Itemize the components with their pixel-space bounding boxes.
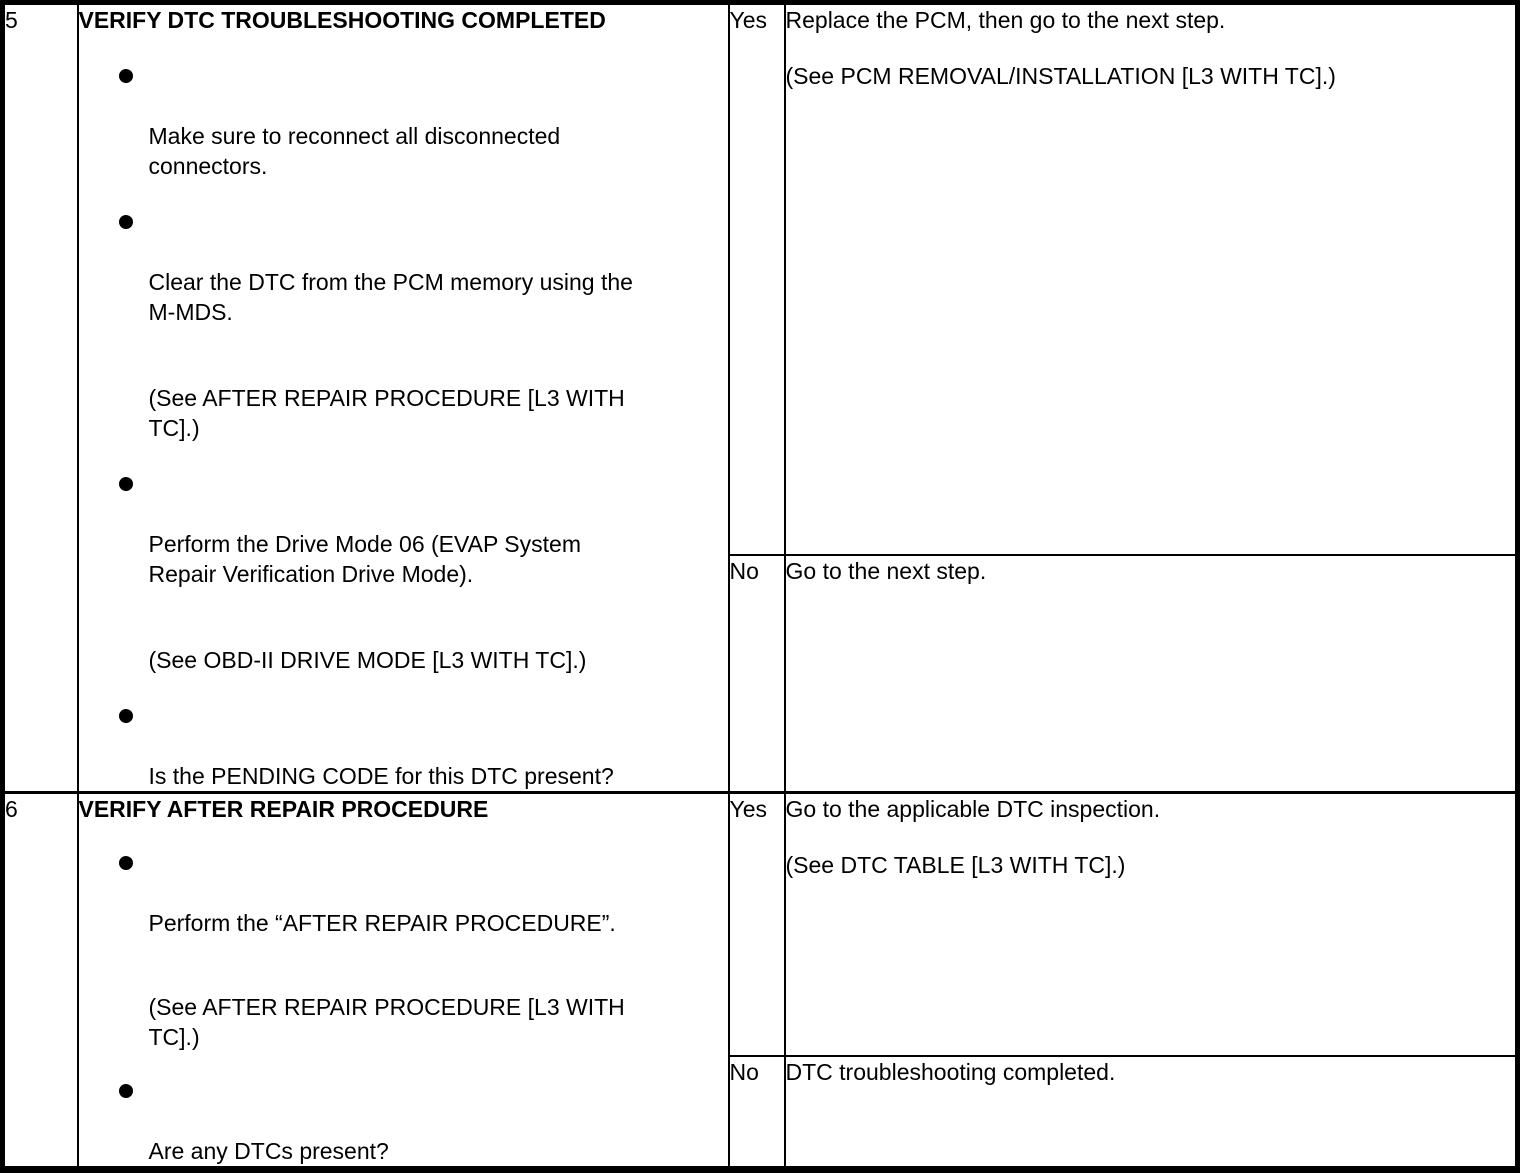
yes-cell: Yes (727, 1, 786, 556)
inspection-note: (See OBD-II DRIVE MODE [L3 WITH TC].) (80, 615, 727, 675)
inspection-item: Perform the “AFTER REPAIR PROCEDURE”. (80, 848, 727, 938)
inspection-item-text: Clear the DTC from the PCM memory using … (148, 269, 633, 325)
inspection-note-text: (See AFTER REPAIR PROCEDURE [L3 WITH TC]… (148, 994, 625, 1050)
inspection-note: (See AFTER REPAIR PROCEDURE [L3 WITH TC]… (80, 353, 727, 443)
inspection-heading: VERIFY AFTER REPAIR PROCEDURE (78, 796, 489, 822)
bullet-icon (118, 709, 133, 723)
bullet-icon (118, 1084, 133, 1098)
bullet-icon (118, 856, 133, 870)
yes-cell: Yes (727, 790, 786, 1057)
inspection-item: Is the PENDING CODE for this DTC present… (80, 701, 727, 791)
no-action-cell: Go to the next step. (783, 553, 1519, 794)
inspection-item-text: Is the PENDING CODE for this DTC present… (148, 763, 614, 789)
action-text: Replace the PCM, then go to the next ste… (785, 7, 1226, 33)
inspection-item-text: Perform the Drive Mode 06 (EVAP System R… (148, 531, 581, 587)
yes-label: Yes (729, 7, 768, 33)
inspection-note-text: (See OBD-II DRIVE MODE [L3 WITH TC].) (148, 647, 587, 673)
action-text: DTC troubleshooting completed. (785, 1058, 1116, 1085)
inspection-item-text: Make sure to reconnect all disconnected … (148, 123, 561, 179)
inspection-cell: VERIFY DTC TROUBLESHOOTING COMPLETED Mak… (76, 1, 730, 794)
no-cell: No (727, 553, 786, 794)
inspection-item: Clear the DTC from the PCM memory using … (80, 207, 727, 327)
inspection-heading: VERIFY DTC TROUBLESHOOTING COMPLETED (78, 7, 606, 33)
no-action-cell: DTC troubleshooting completed. (783, 1054, 1519, 1171)
yes-action-cell: Replace the PCM, then go to the next ste… (783, 1, 1519, 556)
action-text: Go to the applicable DTC inspection. (785, 796, 1161, 822)
action-text: Go to the next step. (785, 557, 987, 584)
no-cell: No (727, 1054, 786, 1171)
bullet-icon (118, 477, 133, 491)
inspection-note: (See AFTER REPAIR PROCEDURE [L3 WITH TC]… (80, 962, 727, 1052)
inspection-item-text: Perform the “AFTER REPAIR PROCEDURE”. (148, 910, 616, 936)
bullet-icon (118, 69, 133, 83)
action-reference: (See DTC TABLE [L3 WITH TC].) (785, 852, 1126, 878)
yes-label: Yes (729, 796, 768, 822)
inspection-cell: VERIFY AFTER REPAIR PROCEDURE Perform th… (76, 791, 730, 1171)
step-number: 5 (1, 1, 79, 794)
inspection-item: Are any DTCs present? (80, 1076, 727, 1166)
no-label: No (729, 557, 759, 584)
step-number: 6 (1, 791, 79, 1171)
yes-action-cell: Go to the applicable DTC inspection. (Se… (783, 790, 1519, 1057)
inspection-item-text: Are any DTCs present? (148, 1138, 389, 1164)
bullet-icon (118, 215, 133, 229)
inspection-item: Perform the Drive Mode 06 (EVAP System R… (80, 469, 727, 589)
action-reference: (See PCM REMOVAL/INSTALLATION [L3 WITH T… (785, 63, 1336, 89)
inspection-item: Make sure to reconnect all disconnected … (80, 61, 727, 181)
no-label: No (729, 1058, 759, 1085)
inspection-note-text: (See AFTER REPAIR PROCEDURE [L3 WITH TC]… (148, 385, 625, 441)
